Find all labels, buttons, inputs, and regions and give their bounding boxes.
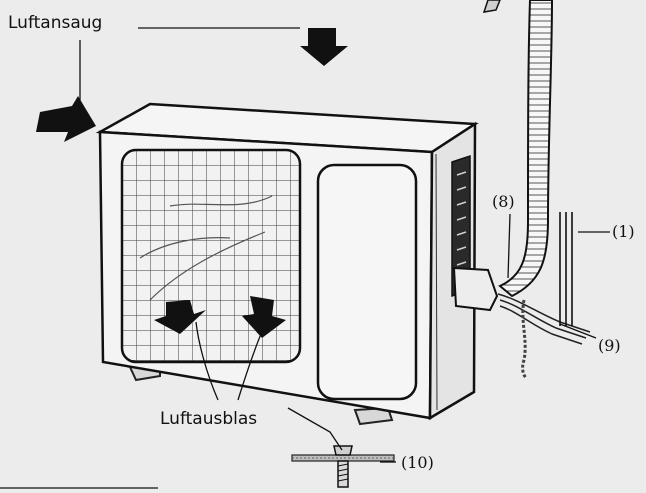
callout-9: (9) [598, 336, 621, 355]
front-side-panel [316, 163, 418, 401]
intake-arrow-top [300, 28, 348, 66]
label-air-intake: Luftansaug [8, 13, 102, 33]
outlet-arrow-right [242, 296, 286, 338]
callout-10: (10) [401, 453, 434, 472]
callout-1: (1) [612, 222, 635, 241]
callout-8: (8) [492, 192, 515, 211]
fan-grille-swirl [139, 195, 273, 301]
air-arrows [36, 28, 348, 338]
anchor-bolt [291, 445, 395, 488]
label-air-outlet: Luftausblas [160, 409, 257, 429]
intake-arrow-left [36, 96, 96, 142]
piping [482, 0, 591, 380]
insulated-hose [498, 0, 554, 298]
valve-cover [452, 266, 499, 312]
leader-lines [0, 27, 610, 489]
drain-hose [521, 299, 528, 380]
outlet-arrow-left [154, 300, 206, 334]
power-cable [559, 212, 573, 326]
outdoor-unit [95, 102, 499, 426]
refrigerant-pipes [497, 293, 591, 345]
